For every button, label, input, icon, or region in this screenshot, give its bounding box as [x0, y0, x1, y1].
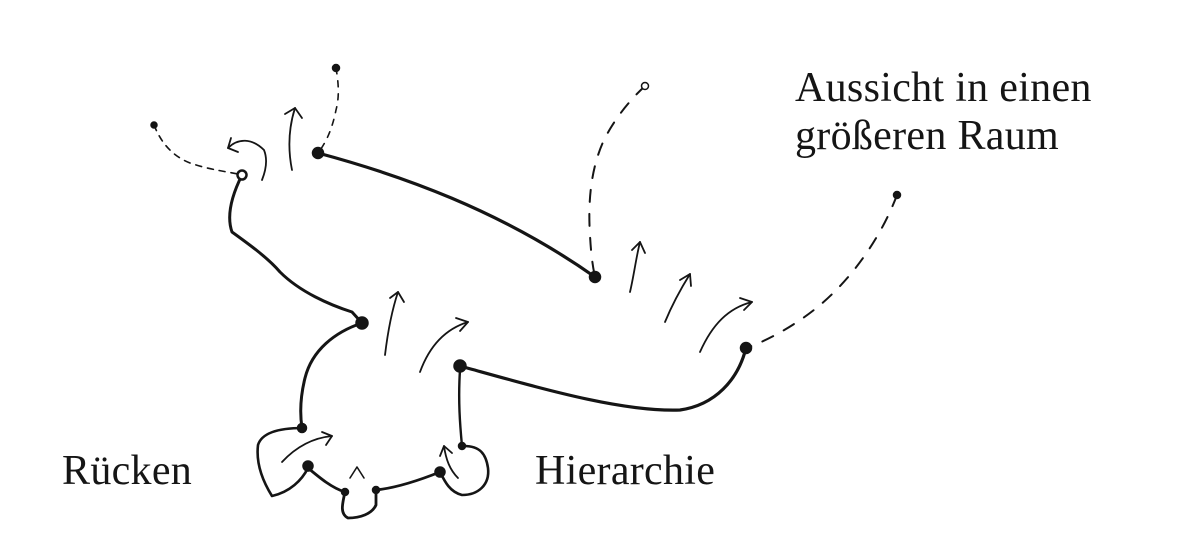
view-arrow-1-head [227, 137, 239, 153]
pivot-point [434, 466, 446, 478]
view-arrow-9-head [439, 445, 453, 457]
view-arrow-10 [349, 466, 365, 479]
pivot-point [355, 316, 369, 330]
wall-bottom-arc [306, 466, 442, 520]
sightline-endpoint [331, 63, 341, 73]
pivot-point [296, 422, 308, 434]
view-arrow-6-head [679, 273, 692, 287]
sightline-right [745, 194, 898, 349]
pivot-point [311, 146, 325, 160]
wall-right-connector [457, 368, 464, 448]
pivot-point [453, 359, 467, 373]
sightline-center-top [588, 85, 646, 278]
view-arrow-7 [699, 301, 753, 353]
view-arrow-9 [443, 445, 459, 479]
view-arrow-2-head [284, 107, 303, 119]
label-hierarchy: Hierarchie [535, 448, 716, 494]
view-arrow-5-head [631, 241, 646, 254]
view-arrow-5 [629, 241, 641, 293]
view-arrow-3 [384, 291, 399, 356]
sightline-endpoint [640, 81, 650, 91]
view-arrow-4 [419, 321, 469, 373]
pivot-point [739, 341, 753, 355]
wall-left-lower [299, 321, 364, 430]
sightline-far-left [153, 124, 243, 176]
view-arrow-7-head [739, 297, 753, 311]
view-arrow-6 [664, 273, 691, 323]
sightline-endpoint [892, 190, 902, 200]
pivot-point [302, 460, 314, 472]
view-arrow-4-head [455, 317, 469, 332]
view-arrow-2 [288, 107, 296, 171]
pivot-point [340, 487, 350, 497]
wall-bottom-left-notch [256, 426, 310, 498]
view-arrow-3-head [389, 291, 405, 303]
label-view-larger-space: Aussicht in einen größeren Raum [795, 64, 1092, 160]
label-view-line-2: größeren Raum [795, 113, 1059, 159]
sightline-top [317, 67, 340, 154]
wall-upper-diagonal [316, 151, 597, 279]
label-view-line-1: Aussicht in einen [795, 65, 1092, 111]
wall-left-upper [228, 173, 364, 325]
pivot-point [371, 485, 381, 495]
pivot-point [457, 441, 467, 451]
view-arrow-1 [227, 139, 268, 181]
view-arrow-8-head [321, 431, 333, 446]
pivot-point [236, 169, 248, 181]
pivot-point [588, 270, 602, 284]
wall-bottom-right-notch [438, 444, 490, 497]
label-back: Rücken [62, 448, 193, 494]
sightline-endpoint [150, 121, 158, 129]
wall-lower-right [458, 346, 748, 412]
view-arrow-8 [281, 435, 333, 463]
